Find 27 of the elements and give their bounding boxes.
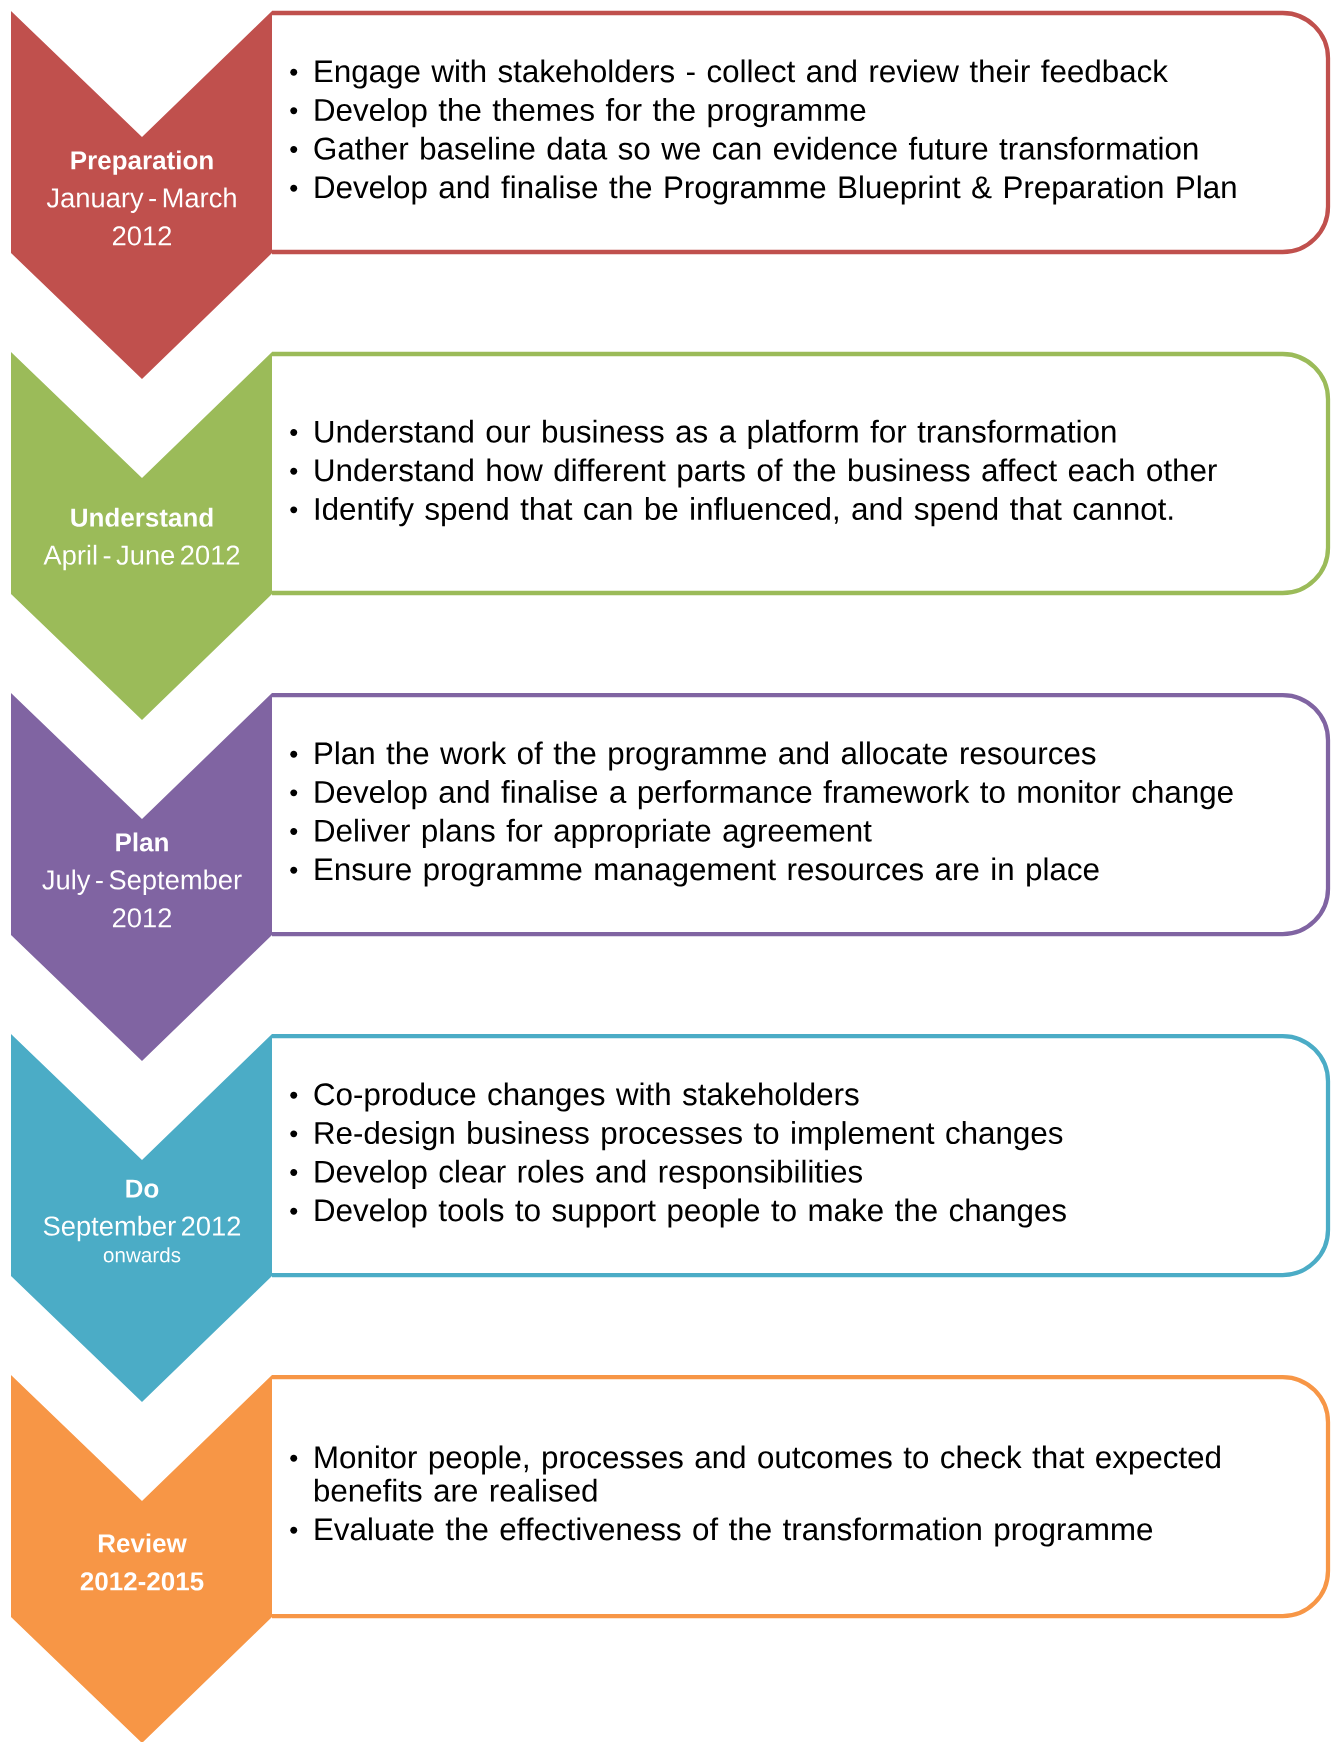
stage-banner: Preparation January - March 2012 bbox=[11, 11, 272, 379]
rounded-box: Engage with stakeholders - collect and review their feedback Develop the themes for the programme Gather baseline data so we can evidence future transformation Develop and finalise the Programme Blueprint & Preparation Plan bbox=[272, 10, 1331, 255]
node-label: Plan the work of the programme and allocate resources bbox=[315, 741, 1096, 771]
node-label: Engage with stakeholders - collect and review their feedback bbox=[315, 59, 1168, 89]
stage-banner: Plan July - September 2012 bbox=[11, 693, 272, 1061]
node-label: Understand our business as a platform for transformation bbox=[315, 419, 1116, 449]
node-label: Understand how different parts of the business affect each other bbox=[315, 458, 1217, 488]
node-label: Develop the themes for the programme bbox=[315, 98, 866, 128]
stage-banner: Do September 2012 onwards bbox=[11, 1034, 272, 1402]
node-label: Develop tools to support people to make the changes bbox=[315, 1198, 1066, 1228]
rounded-box: Understand our business as a platform for transformation Understand how different parts of the business affect each other Identify spend that can be influenced, and spend that cannot. bbox=[272, 351, 1331, 596]
rounded-box: Monitor people, processes and outcomes to check that expected benefits are realised Evaluate the effectiveness of the transformation programme bbox=[272, 1374, 1331, 1619]
stage-banner: Review 2012-2015 bbox=[11, 1375, 272, 1742]
node-label: Evaluate the effectiveness of the transformation programme bbox=[315, 1517, 1153, 1547]
node-label: Develop and finalise the Programme Blueprint & Preparation Plan bbox=[315, 175, 1236, 205]
node-label: Identify spend that can be influenced, and spend that cannot. bbox=[315, 497, 1173, 527]
node-label: Monitor people, processes and outcomes to check that expected benefits are realised bbox=[314, 1445, 1220, 1502]
node-label: Develop and finalise a performance framework to monitor change bbox=[315, 780, 1233, 810]
rounded-box: Plan the work of the programme and allocate resources Develop and finalise a performance framework to monitor change Deliver plans for appropriate agreement Ensure programme management resources are in place bbox=[272, 692, 1331, 937]
node-label: Re-design business processes to implement changes bbox=[315, 1121, 1063, 1151]
node-label: Gather baseline data so we can evidence future transformation bbox=[314, 136, 1198, 160]
node-label: Ensure programme management resources are in place bbox=[315, 857, 1099, 887]
rounded-box: Co-produce changes with stakeholders Re-design business processes to implement changes Develop clear roles and responsibilities Develop tools to support people to make the changes bbox=[272, 1033, 1331, 1278]
node-label: Deliver plans for appropriate agreement bbox=[315, 818, 872, 848]
node-label: Co-produce changes with stakeholders bbox=[314, 1082, 859, 1112]
stage-banner: Understand April - June 2012 bbox=[11, 352, 272, 720]
node-label: Develop clear roles and responsibilities bbox=[315, 1159, 863, 1189]
